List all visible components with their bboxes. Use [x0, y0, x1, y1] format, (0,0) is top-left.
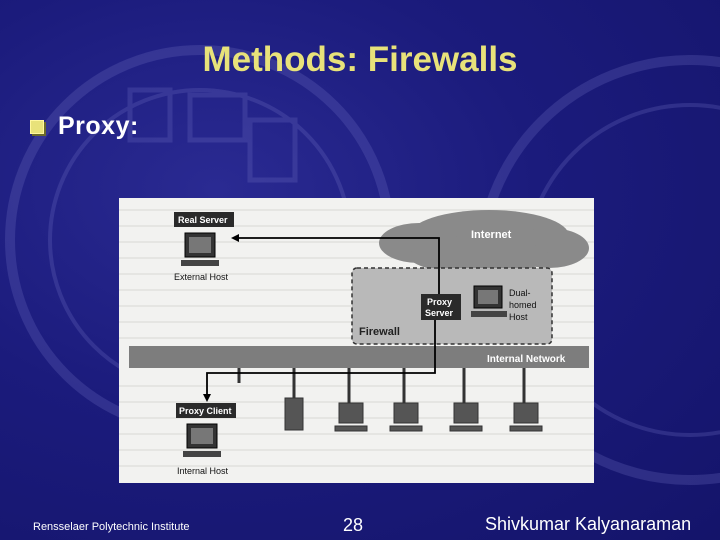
arrow-to-real-server-icon: [231, 234, 239, 242]
external-host-computer-icon: [181, 232, 219, 266]
proxy-server-tag: [421, 294, 461, 320]
proxy-client-tag: [176, 403, 236, 418]
internal-hosts-group: [237, 368, 543, 432]
dual-homed-label-2: homed: [509, 300, 537, 310]
slide-title: Methods: Firewalls: [202, 40, 518, 79]
external-host-label: External Host: [174, 272, 229, 282]
internet-cloud-icon: [379, 210, 589, 274]
real-server-label: Real Server: [178, 215, 228, 225]
internal-host-computer-icon: [183, 423, 221, 457]
firewall-label: Firewall: [359, 326, 400, 338]
proxy-server-label-1: Proxy: [427, 297, 452, 307]
internet-label: Internet: [471, 229, 512, 241]
diagram-canvas: Internet Firewall Internal Network Real …: [119, 209, 594, 476]
arrow-to-proxy-client-icon: [203, 394, 211, 402]
connection-arrows: [206, 237, 440, 398]
square-bullet-icon: [30, 119, 44, 134]
internal-network-label: Internal Network: [487, 354, 566, 365]
bullet-item: Proxy:: [30, 112, 139, 141]
proxy-firewall-diagram: Internet Firewall Internal Network Real …: [119, 198, 594, 483]
footer-author: Shivkumar Kalyanaraman: [485, 514, 692, 534]
footer-institute: Rensselaer Polytechnic Institute: [33, 521, 190, 533]
proxy-client-label: Proxy Client: [179, 406, 232, 416]
internal-network-bar: [129, 346, 589, 368]
dual-homed-label-3: Host: [509, 312, 528, 322]
proxy-server-label-2: Server: [425, 308, 454, 318]
bullet-text: Proxy:: [58, 112, 139, 140]
page-number: 28: [343, 515, 364, 535]
proxy-server-computer-icon: [471, 285, 507, 317]
dual-homed-label-1: Dual-: [509, 288, 531, 298]
real-server-tag: [174, 212, 234, 227]
internal-host-label: Internal Host: [177, 466, 229, 476]
